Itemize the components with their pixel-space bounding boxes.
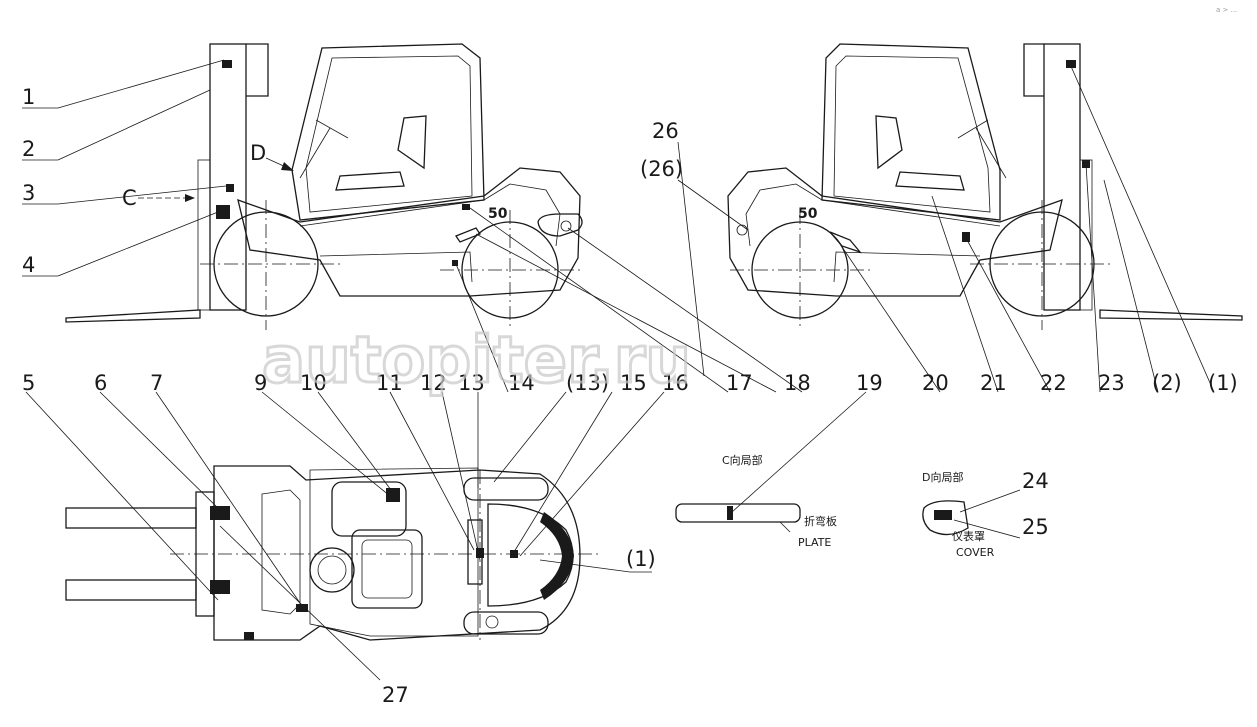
plate-label-cn: 折弯板 [804, 514, 837, 528]
view-arrow-c: C [122, 186, 137, 210]
callout-23: 23 [1098, 371, 1125, 395]
leader-lines [22, 59, 1215, 681]
model-badge-left: 50 [488, 206, 508, 222]
detail-c-plate: C向局部 折弯板 PLATE [675, 453, 837, 549]
detail-d-title: D向局部 [922, 470, 963, 484]
callout-14: 14 [508, 371, 535, 395]
plate-label-en: PLATE [798, 536, 831, 549]
callout-26-ref: (26) [640, 157, 683, 181]
callout-4: 4 [22, 253, 35, 277]
detail-c-title: C向局部 [722, 453, 763, 467]
callout-15: 15 [620, 371, 647, 395]
view-arrow-d: D [250, 141, 266, 165]
callout-27: 27 [382, 683, 409, 707]
callout-1-topview: (1) [626, 547, 656, 571]
callout-3: 3 [22, 181, 35, 205]
top-view [65, 465, 600, 641]
callout-26: 26 [652, 119, 679, 143]
callout-5: 5 [22, 371, 35, 395]
callout-24: 24 [1022, 469, 1049, 493]
callout-2-ref: (2) [1152, 371, 1182, 395]
callout-9: 9 [254, 371, 267, 395]
callout-numbers: 1 2 3 4 5 6 7 9 10 11 12 13 14 (13) 15 1… [22, 85, 1238, 707]
callout-17: 17 [726, 371, 753, 395]
watermark: autopiter.ru [262, 324, 691, 398]
callout-13: 13 [458, 371, 485, 395]
callout-16: 16 [662, 371, 689, 395]
corner-mark: a > ... [1216, 6, 1237, 14]
callout-1: 1 [22, 85, 35, 109]
callout-20: 20 [922, 371, 949, 395]
detail-d-cover: D向局部 仪表罩 COVER [922, 470, 995, 559]
callout-1-ref: (1) [1208, 371, 1238, 395]
callout-7: 7 [150, 371, 163, 395]
callout-10: 10 [300, 371, 327, 395]
cover-label-cn: 仪表罩 [952, 529, 985, 543]
callout-22: 22 [1040, 371, 1067, 395]
model-badge-right: 50 [798, 206, 818, 222]
callout-6: 6 [94, 371, 107, 395]
left-side-view: 50 C D [65, 43, 583, 330]
cover-label-en: COVER [956, 546, 995, 559]
callout-21: 21 [980, 371, 1007, 395]
callout-13-ref: (13) [566, 371, 609, 395]
callout-25: 25 [1022, 515, 1049, 539]
callout-18: 18 [784, 371, 811, 395]
right-side-view: 50 [727, 43, 1243, 330]
callout-19: 19 [856, 371, 883, 395]
callout-11: 11 [376, 371, 403, 395]
callout-12: 12 [420, 371, 447, 395]
callout-2: 2 [22, 137, 35, 161]
